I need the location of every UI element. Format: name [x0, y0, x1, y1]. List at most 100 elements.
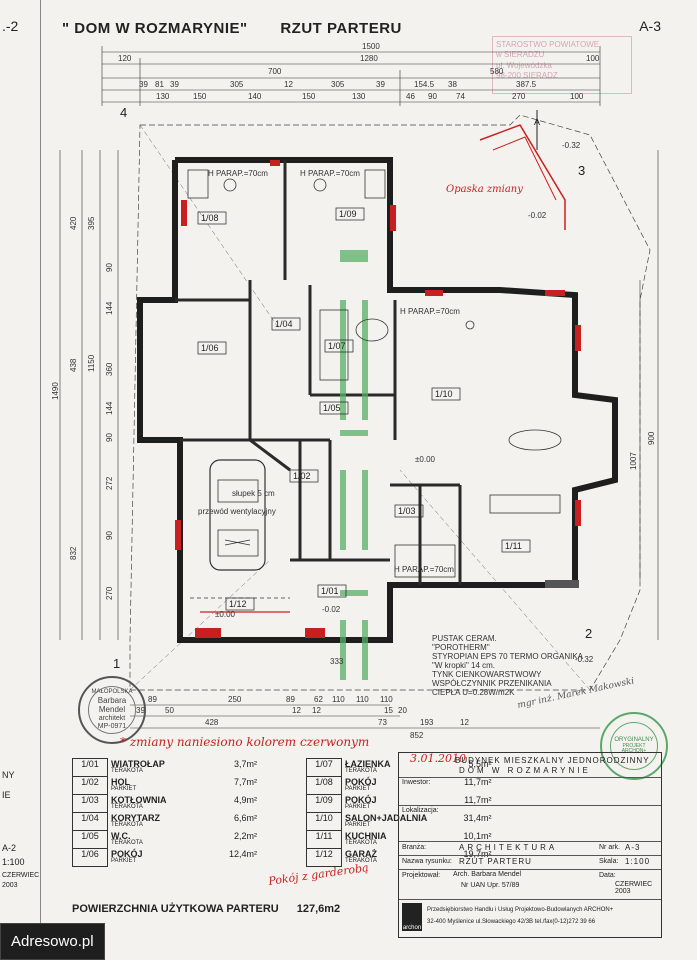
svg-text:39: 39 — [170, 80, 179, 89]
room-finish: TERAKOTA — [345, 767, 377, 774]
svg-text:46: 46 — [406, 92, 415, 101]
tb-building: BUDYNEK MIESZKALNY JEDNORODZINNY — [455, 756, 650, 765]
svg-text:580: 580 — [490, 67, 504, 76]
svg-text:1/09: 1/09 — [339, 209, 357, 219]
total-area: POWIERZCHNIA UŻYTKOWA PARTERU 127,6m2 — [72, 903, 340, 915]
left-sheet-strip: NY IE A-2 1:100 CZERWIEC 2003 — [0, 0, 41, 960]
right-dimension-lines — [639, 150, 659, 640]
table-spacer — [260, 831, 307, 849]
svg-text:90: 90 — [428, 92, 437, 101]
svg-text:38: 38 — [448, 80, 457, 89]
top-dimension-lines — [101, 46, 601, 106]
svg-text:1/02: 1/02 — [293, 471, 311, 481]
svg-text:15: 15 — [384, 706, 393, 715]
room-name-text: SALON+JADALNIA — [345, 812, 428, 823]
level-living: ±0.00 — [415, 455, 436, 464]
handwritten-date: 3.01.2010 — [410, 752, 466, 765]
strip-label-4: 1:100 — [2, 857, 25, 867]
svg-text:420: 420 — [69, 216, 78, 230]
total-area-value: 127,6m2 — [296, 903, 341, 915]
svg-text:81: 81 — [155, 80, 164, 89]
room-finish: PARKIET — [345, 821, 371, 828]
room-area: 11,7m² — [464, 776, 492, 787]
svg-text:1/12: 1/12 — [229, 599, 247, 609]
svg-text:333: 333 — [330, 657, 344, 666]
svg-text:39: 39 — [376, 80, 385, 89]
svg-text:12: 12 — [292, 706, 301, 715]
room-name-text: HOL — [111, 776, 130, 787]
svg-text:CIEPŁA U=0.28W/m2K: CIEPŁA U=0.28W/m2K — [432, 688, 515, 697]
room-name-text: GARAŻ — [345, 848, 377, 859]
tb-date: CZERWIEC 2003 — [615, 881, 653, 895]
strip-label-5: CZERWIEC — [2, 872, 40, 879]
svg-text:1/01: 1/01 — [321, 586, 339, 596]
svg-text:1150: 1150 — [87, 354, 96, 372]
svg-text:305: 305 — [331, 80, 345, 89]
svg-text:438: 438 — [69, 358, 78, 372]
archon-logo: archon — [402, 903, 422, 931]
view-name: RZUT PARTERU — [280, 20, 402, 37]
handwritten-change-note: * zmiany naniesiono kolorem czerwonym — [120, 735, 370, 749]
room-name-text: ŁAZIENKA — [345, 758, 391, 769]
terrace-outline — [479, 124, 566, 230]
room-finish: TERAKOTA — [111, 767, 143, 774]
svg-text:110: 110 — [356, 695, 369, 704]
room-name-text: KUCHNIA — [345, 830, 387, 841]
svg-text:TYNK CIENKOWARSTWOWY: TYNK CIENKOWARSTWOWY — [432, 670, 542, 679]
svg-text:89: 89 — [286, 695, 295, 704]
room-code: 1/02 — [72, 776, 108, 795]
room-finish: TERAKOTA — [111, 803, 143, 810]
bottom-dimension-lines — [130, 704, 600, 729]
handwritten-opaska: Opaska zmiany — [446, 184, 523, 195]
room-area: 2,2m² — [233, 830, 257, 841]
tb-project-name: DOM W ROZMARYNIE — [459, 766, 591, 775]
original-project-stamp: ORYGINALNY PROJEKT ARCHON+ — [600, 712, 668, 780]
strip-label-1: NY — [2, 770, 15, 780]
drawing-title: " DOM W ROZMARYNIE" RZUT PARTERU — [62, 20, 430, 37]
svg-text:272: 272 — [105, 476, 114, 490]
parapet-note-2: H PARAP.=70cm — [300, 169, 360, 178]
svg-text:150: 150 — [193, 92, 207, 101]
tb-inwestor-label: Inwestor: — [402, 779, 431, 786]
room-finish: PARKIET — [111, 785, 137, 792]
room-area: 7,7m² — [233, 776, 257, 787]
svg-text:89: 89 — [148, 695, 157, 704]
strip-label-6: 2003 — [2, 882, 18, 889]
level-garage: ±0.00 — [215, 610, 236, 619]
level-outside-2: -0.32 — [575, 655, 594, 664]
room-code: 1/10 — [306, 812, 342, 831]
svg-text:100: 100 — [586, 54, 600, 63]
archon-watermark-green — [340, 250, 368, 680]
room-area: 10,1m² — [463, 830, 492, 841]
tb-branza: ARCHITEKTURA — [459, 843, 558, 852]
svg-text:154.5: 154.5 — [414, 80, 435, 89]
svg-text:1/10: 1/10 — [435, 389, 453, 399]
room-name-text: W.C. — [111, 830, 131, 841]
table-spacer — [260, 795, 307, 813]
przewod-note: przewód wentylacyjny — [198, 507, 276, 516]
svg-text:62: 62 — [314, 695, 323, 704]
room-area: 5,5m² — [468, 758, 492, 769]
car-icon — [209, 459, 266, 571]
architect-stamp: MAŁOPOLSKA Barbara Mendel architekt MP-0… — [78, 676, 146, 744]
level-terrace: -0.02 — [528, 211, 547, 220]
total-area-label: POWIERZCHNIA UŻYTKOWA PARTERU — [72, 903, 279, 915]
svg-text:270: 270 — [512, 92, 526, 101]
modification-markers — [175, 160, 581, 638]
table-spacer — [260, 759, 307, 777]
tb-firm-line2: 32-400 Myślenice ul.Słowackiego 42/3B te… — [427, 919, 596, 925]
table-spacer — [260, 777, 307, 795]
svg-text:110: 110 — [380, 695, 393, 704]
svg-text:WSPÓŁCZYNNIK PRZENIKANIA: WSPÓŁCZYNNIK PRZENIKANIA — [432, 679, 552, 688]
room-code: 1/03 — [72, 794, 108, 813]
room-name-text: KOTŁOWNIA — [111, 794, 167, 805]
table-spacer — [260, 849, 307, 867]
room-name-text: POKÓJ — [345, 776, 377, 787]
room-area: 31,4m² — [463, 812, 492, 823]
tb-designer: Arch. Barbara Mendel — [453, 871, 522, 878]
